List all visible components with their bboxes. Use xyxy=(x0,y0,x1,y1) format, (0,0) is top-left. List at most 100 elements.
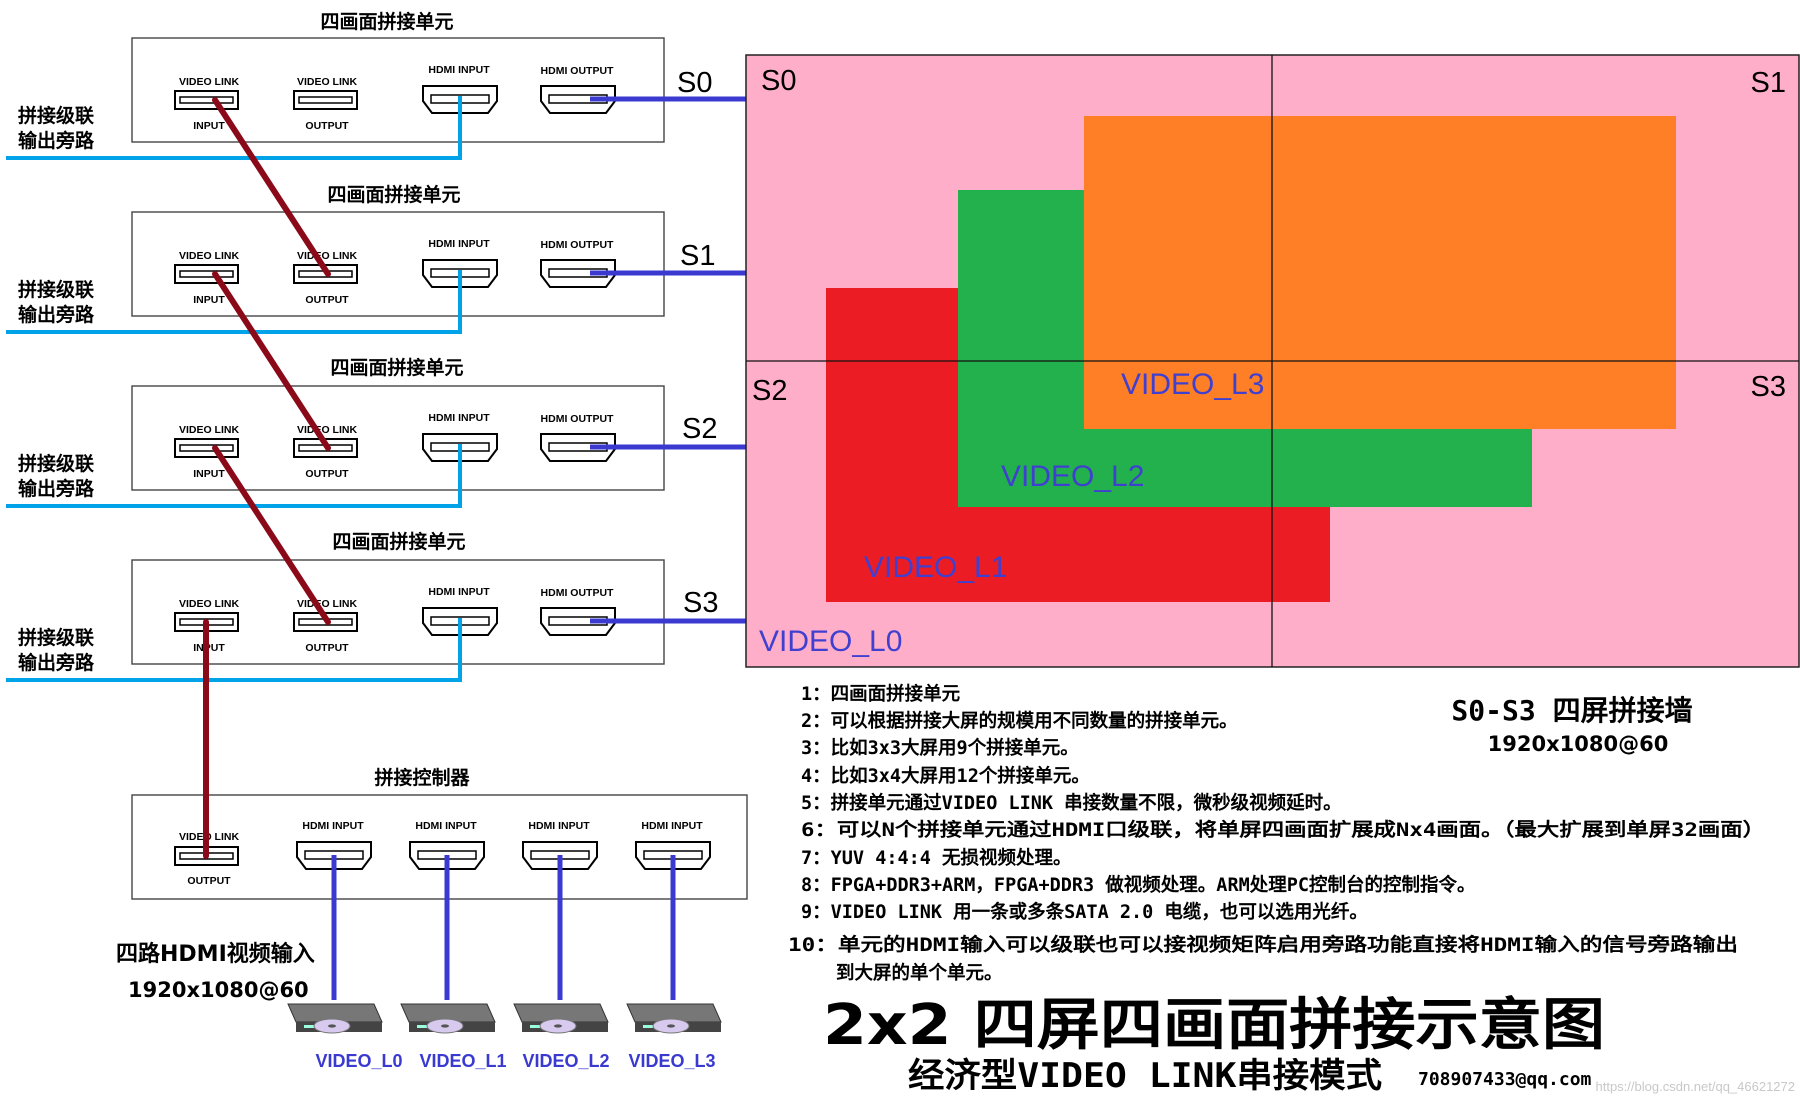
window-video-l1-label: VIDEO_L1 xyxy=(864,551,1007,584)
window-video-l3 xyxy=(1084,116,1676,429)
note-item: 7：YUV 4:4:4 无损视频处理。 xyxy=(801,847,1072,869)
note-item: 5：拼接单元通过VIDEO LINK 串接数量不限，微秒级视频延时。 xyxy=(801,792,1342,814)
video-wall: S0 S1 S2 S3 VIDEO_L3 VIDEO_L2 VIDEO_L1 V… xyxy=(745,54,1800,668)
source-label: VIDEO_L2 xyxy=(522,1051,609,1071)
bypass-cables xyxy=(6,96,462,682)
source-label: VIDEO_L3 xyxy=(628,1051,715,1071)
bypass-label-line2: 输出旁路 xyxy=(18,303,95,326)
port-slot xyxy=(179,96,234,104)
screen-label: S2 xyxy=(682,413,717,445)
source-label: VIDEO_L1 xyxy=(419,1051,506,1071)
video-link-cable xyxy=(212,445,331,625)
video-link-label: VIDEO LINK xyxy=(179,831,240,843)
video-link-out-label: VIDEO LINK xyxy=(297,250,358,262)
wall-resolution: 1920x1080@60 xyxy=(1488,732,1669,756)
input-label: INPUT xyxy=(193,294,225,306)
output-label: OUTPUT xyxy=(305,120,349,132)
screen-label: S0 xyxy=(677,67,712,99)
bypass-label-line1: 拼接级联 xyxy=(18,278,94,301)
hdmi-input-label: HDMI INPUT xyxy=(428,238,490,250)
hdmi-input-label: HDMI INPUT xyxy=(641,820,703,832)
notes-list: 1：四画面拼接单元 2：可以根据拼接大屏的规模用不同数量的拼接单元。 3：比如3… xyxy=(788,683,1765,984)
window-video-l2-label: VIDEO_L2 xyxy=(1001,460,1144,493)
video-link-in-label: VIDEO LINK xyxy=(179,250,240,262)
video-link-cable xyxy=(212,271,331,451)
input-label: INPUT xyxy=(193,642,225,654)
unit-2: 四画面拼接单元 VIDEO LINK INPUT VIDEO LINK OUTP… xyxy=(18,356,717,500)
unit-3: 四画面拼接单元 VIDEO LINK INPUT VIDEO LINK OUTP… xyxy=(18,530,718,674)
input-label: INPUT xyxy=(193,120,225,132)
screen-label: S1 xyxy=(680,240,715,272)
dvd-player-icon xyxy=(513,1003,609,1034)
source-cables xyxy=(331,855,676,1000)
dvd-player-icon xyxy=(287,1003,383,1034)
window-video-l3-label: VIDEO_L3 xyxy=(1121,368,1264,401)
unit-title: 四画面拼接单元 xyxy=(330,356,463,379)
bypass-cable xyxy=(6,618,462,682)
unit-0: 四画面拼接单元 VIDEO LINK INPUT VIDEO LINK OUTP… xyxy=(18,10,712,152)
unit-title: 四画面拼接单元 xyxy=(332,530,465,553)
hdmi-input-label: HDMI INPUT xyxy=(428,64,490,76)
controller: 拼接控制器 VIDEO LINK OUTPUT HDMI INPUT HDMI … xyxy=(131,766,748,900)
note-item: 1：四画面拼接单元 xyxy=(801,683,961,705)
screen-label: S3 xyxy=(683,587,718,619)
hdmi-output-label: HDMI OUTPUT xyxy=(541,587,614,599)
video-link-in-label: VIDEO LINK xyxy=(179,424,240,436)
hdmi-output-label: HDMI OUTPUT xyxy=(541,413,614,425)
bypass-cable xyxy=(6,96,462,160)
video-link-in-label: VIDEO LINK xyxy=(179,598,240,610)
main-title: 2x2 四屏四画面拼接示意图 xyxy=(823,993,1605,1058)
author-email: 708907433@qq.com xyxy=(1418,1069,1592,1090)
source-devices: VIDEO_L0 VIDEO_L1 VIDEO_L2 VIDEO_L3 xyxy=(287,1003,722,1071)
hdmi-input-label: HDMI INPUT xyxy=(415,820,477,832)
video-link-out-label: VIDEO LINK xyxy=(297,598,358,610)
video-link-cable xyxy=(212,97,331,277)
bypass-label-line1: 拼接级联 xyxy=(18,626,94,649)
bypass-label-line2: 输出旁路 xyxy=(18,651,95,674)
unit-title: 四画面拼接单元 xyxy=(327,183,460,206)
video-link-in-label: VIDEO LINK xyxy=(179,76,240,88)
note-item: 9：VIDEO LINK 用一条或多条SATA 2.0 电缆，也可以选用光纤。 xyxy=(801,901,1368,923)
hdmi-output-cables xyxy=(590,96,746,624)
bypass-cable xyxy=(6,444,462,508)
subtitle: 经济型VIDEO LINK串接模式 xyxy=(908,1056,1382,1096)
hdmi-input-label: HDMI INPUT xyxy=(428,412,490,424)
hdmi-input-label: HDMI INPUT xyxy=(528,820,590,832)
output-label: OUTPUT xyxy=(305,294,349,306)
screen-s2-label: S2 xyxy=(752,375,787,407)
bypass-label-line1: 拼接级联 xyxy=(18,452,94,475)
hdmi-inputs-resolution: 1920x1080@60 xyxy=(128,978,309,1002)
output-label: OUTPUT xyxy=(305,642,349,654)
hdmi-input-label: HDMI INPUT xyxy=(428,586,490,598)
port-slot xyxy=(179,270,234,278)
bypass-label-line1: 拼接级联 xyxy=(18,104,94,127)
note-item: 3：比如3x3大屏用9个拼接单元。 xyxy=(801,737,1079,759)
note-item: 2：可以根据拼接大屏的规模用不同数量的拼接单元。 xyxy=(801,710,1238,732)
input-label: INPUT xyxy=(193,468,225,480)
output-label: OUTPUT xyxy=(305,468,349,480)
screen-s0-label: S0 xyxy=(761,65,796,97)
source-label: VIDEO_L0 xyxy=(315,1051,402,1071)
watermark: https://blog.csdn.net/qq_46621272 xyxy=(1596,1079,1796,1094)
dvd-player-icon xyxy=(626,1003,722,1034)
hdmi-inputs-title: 四路HDMI视频输入 xyxy=(116,941,315,967)
video-link-out-label: VIDEO LINK xyxy=(297,424,358,436)
hdmi-output-label: HDMI OUTPUT xyxy=(541,65,614,77)
controller-title: 拼接控制器 xyxy=(374,766,470,789)
screen-s3-label: S3 xyxy=(1751,371,1786,403)
unit-title: 四画面拼接单元 xyxy=(320,10,453,33)
port-slot xyxy=(179,444,234,452)
dvd-player-icon xyxy=(400,1003,496,1034)
note-item: 到大屏的单个单元。 xyxy=(836,962,1003,984)
note-item: 6：可以N个拼接单元通过HDMI口级联，将单屏四画面扩展成Nx4画面。（最大扩展… xyxy=(801,819,1765,841)
hdmi-input-label: HDMI INPUT xyxy=(302,820,364,832)
background-video-l0-label: VIDEO_L0 xyxy=(759,625,902,658)
bypass-label-line2: 输出旁路 xyxy=(18,129,95,152)
wall-title: S0-S3 四屏拼接墙 xyxy=(1451,694,1692,727)
note-item: 8：FPGA+DDR3+ARM，FPGA+DDR3 做视频处理。ARM处理PC控… xyxy=(801,874,1476,896)
unit-1: 四画面拼接单元 VIDEO LINK INPUT VIDEO LINK OUTP… xyxy=(18,183,715,326)
port-slot xyxy=(298,96,353,104)
note-item: 10：单元的HDMI输入可以级联也可以接视频矩阵启用旁路功能直接将HDMI输入的… xyxy=(788,934,1738,956)
bypass-label-line2: 输出旁路 xyxy=(18,477,95,500)
